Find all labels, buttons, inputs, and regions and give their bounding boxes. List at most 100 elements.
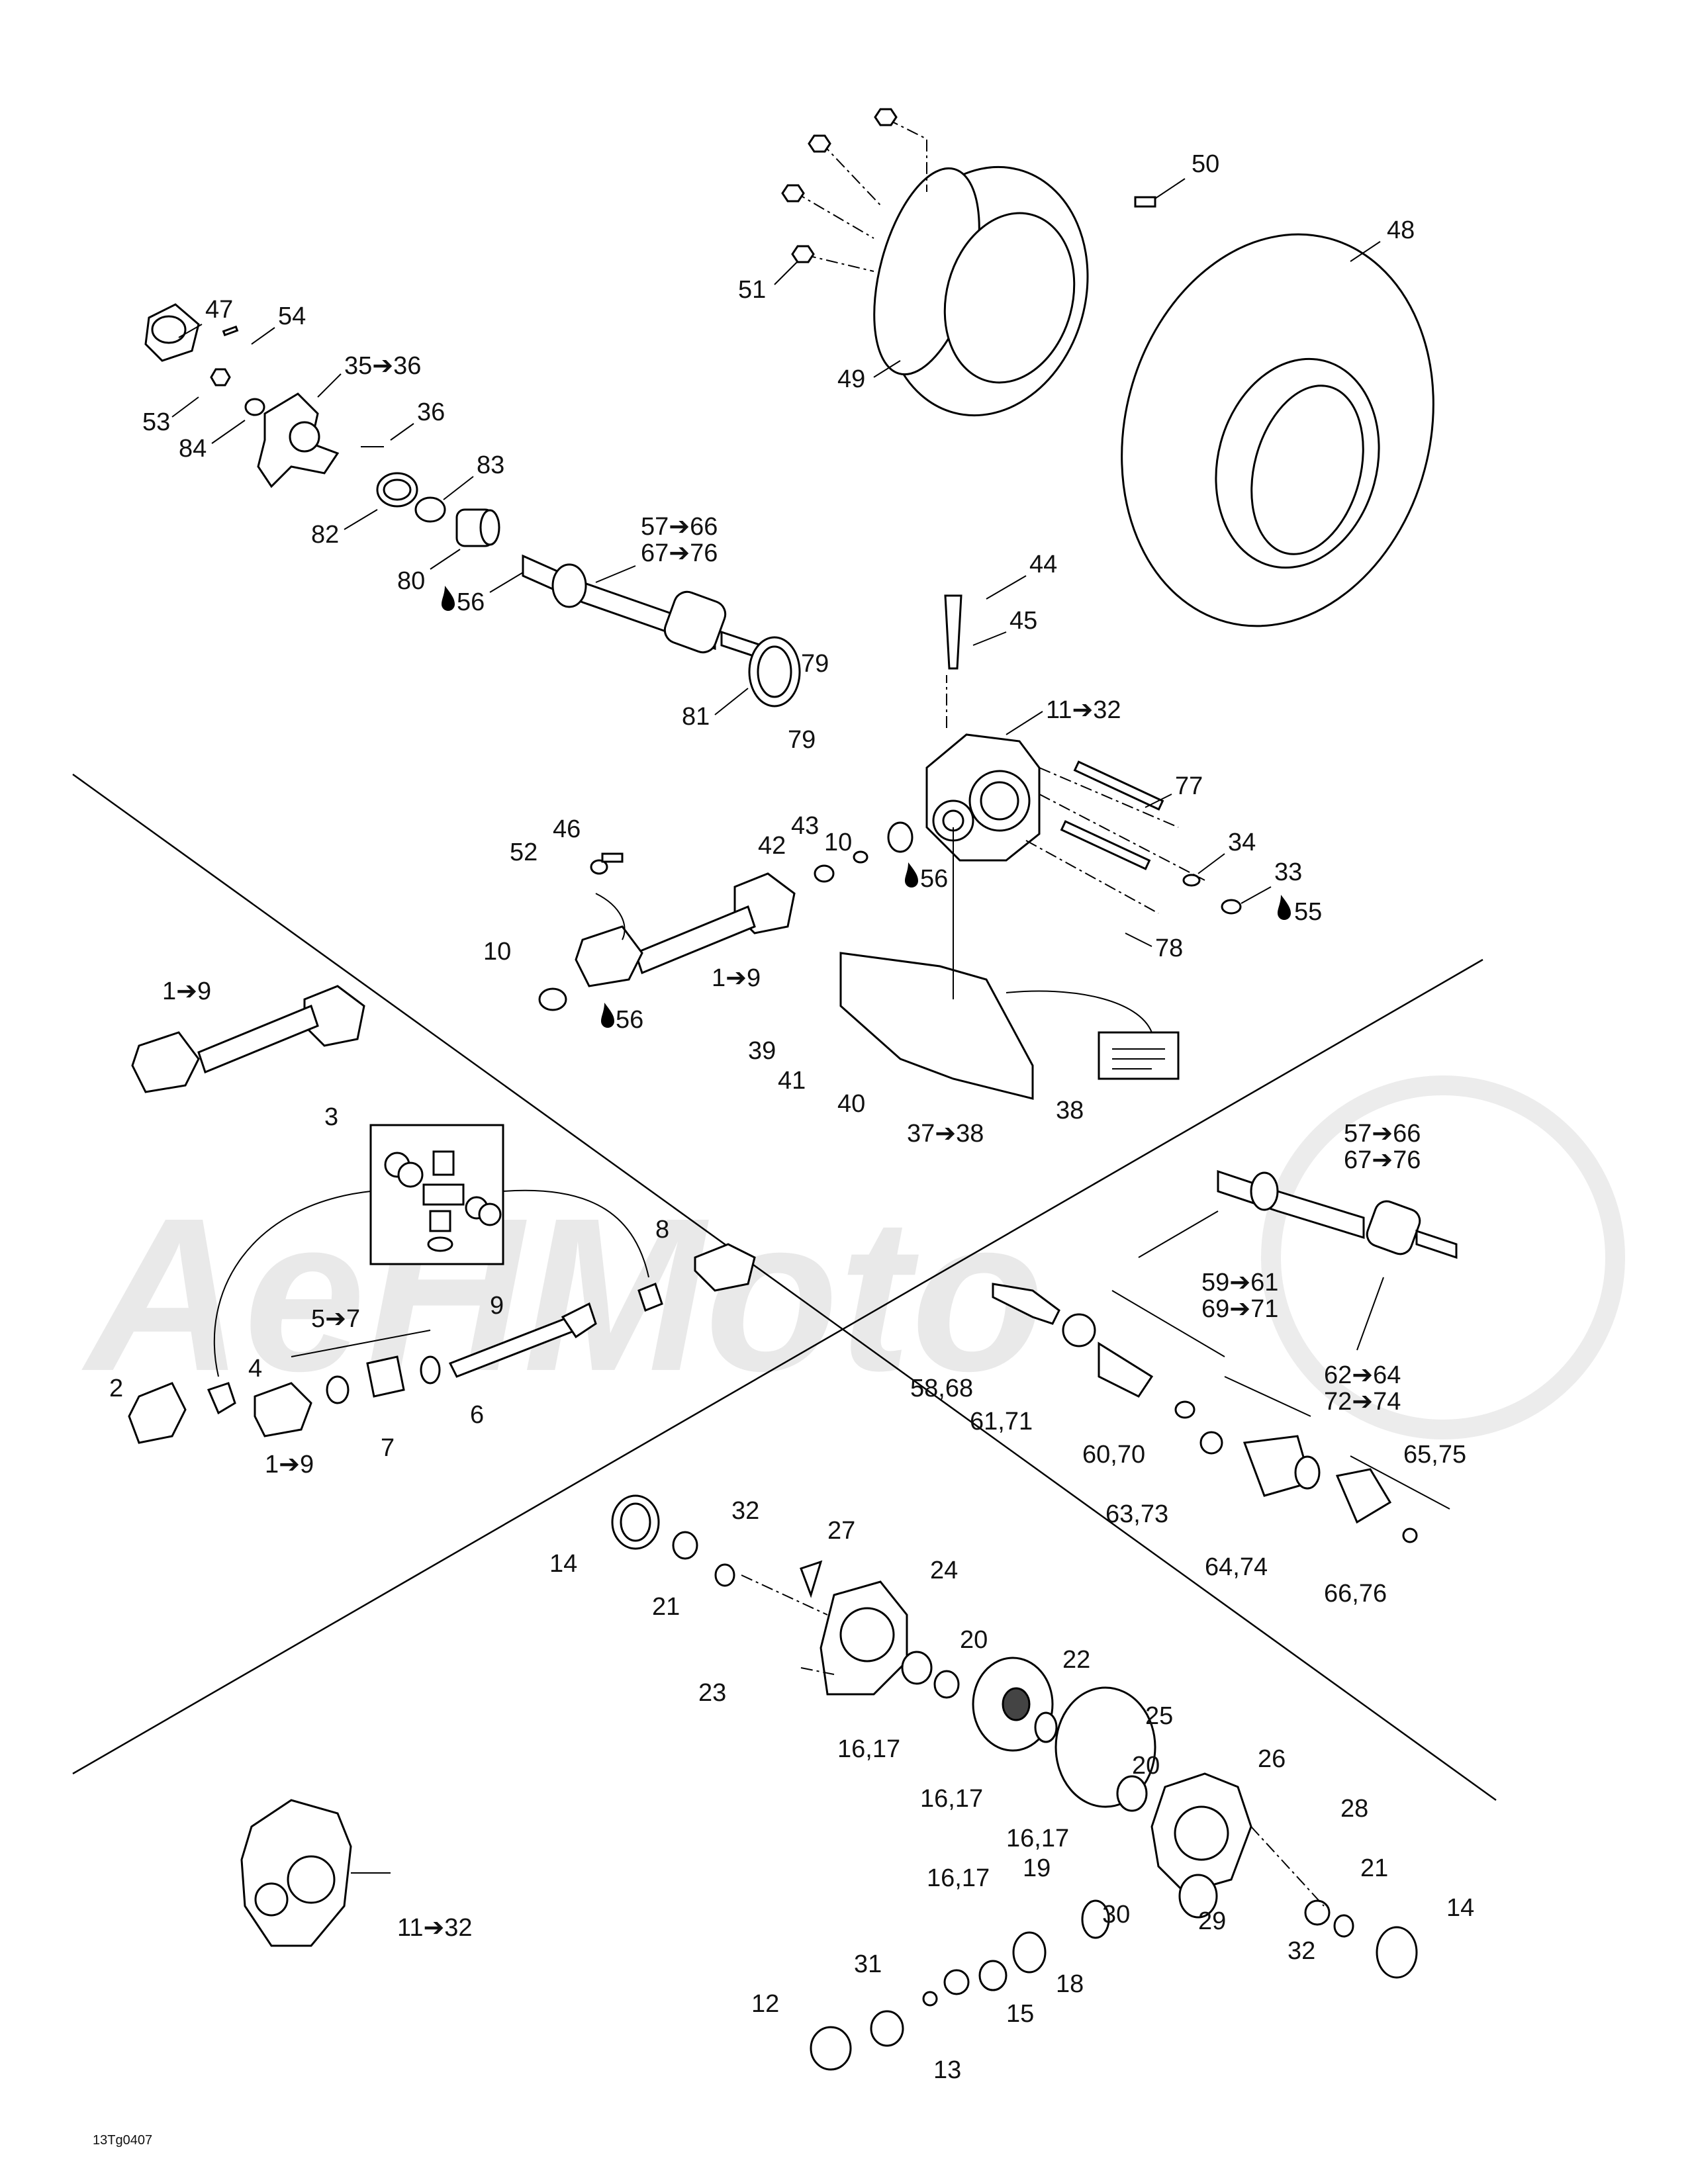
- callout-label: 16,17: [927, 1864, 990, 1892]
- callout-label: 30: [1102, 1901, 1130, 1929]
- callout-label: 21: [1360, 1854, 1388, 1882]
- oil-drop-icon: [1278, 895, 1291, 920]
- callout-label: 31: [854, 1950, 882, 1978]
- callout-label: 19: [1023, 1854, 1051, 1882]
- callout-label: 66,76: [1324, 1580, 1387, 1608]
- callout-label: 49: [837, 365, 865, 393]
- callout-label: 25: [1145, 1702, 1173, 1730]
- callout-label: 63,73: [1105, 1500, 1168, 1528]
- callout-label: 80: [397, 567, 425, 595]
- watermark: AeHMoto: [79, 1075, 1625, 1439]
- callout-label: 55: [1294, 898, 1322, 926]
- callout-label: 11➔32: [1046, 696, 1121, 724]
- callout-label: 21: [652, 1593, 680, 1621]
- watermark-text: AeHMoto: [79, 1172, 1045, 1416]
- callout-label: 56: [457, 588, 485, 616]
- callout-label: 45: [1009, 607, 1037, 635]
- differential-assembled: [240, 1799, 391, 1947]
- callout-label: 83: [477, 451, 504, 479]
- callout-label: 13: [933, 2056, 961, 2084]
- callout-label: 67➔76: [641, 539, 718, 567]
- callout-label: 77: [1175, 772, 1203, 800]
- callout-label: 42: [758, 832, 786, 860]
- callout-label: 8: [655, 1216, 669, 1244]
- wheel-rim: [873, 165, 1089, 417]
- differential-exploded: [611, 1494, 1418, 2071]
- callout-label: 46: [553, 815, 581, 843]
- callout-label: 78: [1155, 934, 1183, 962]
- callout-label: 12: [751, 1990, 779, 2018]
- callout-label: 1➔9: [162, 978, 211, 1005]
- callout-label: 50: [1192, 150, 1219, 178]
- callout-label: 48: [1387, 216, 1415, 244]
- hub-assembly: [144, 303, 500, 547]
- callout-label: 79: [801, 650, 829, 678]
- tire: [1121, 233, 1434, 627]
- callout-label: 28: [1340, 1795, 1368, 1823]
- callout-label: 34: [1228, 829, 1256, 856]
- callout-label: 60,70: [1082, 1441, 1145, 1469]
- callout-label: 1➔9: [265, 1451, 314, 1479]
- propeller-shaft-left: [131, 985, 365, 1093]
- callout-label: 57➔66: [641, 513, 718, 541]
- callout-label: 33: [1274, 858, 1302, 886]
- callout-label: 58,68: [910, 1375, 973, 1402]
- callout-label: 51: [738, 276, 766, 304]
- callout-label: 47: [205, 296, 233, 324]
- callout-leaders: [171, 178, 1381, 947]
- callout-label: 79: [788, 726, 816, 754]
- u-joint-kit: [369, 1124, 504, 1265]
- callout-label: 3: [324, 1103, 338, 1131]
- callout-label: 67➔76: [1344, 1146, 1421, 1174]
- callout-label: 24: [930, 1557, 958, 1584]
- callout-label: 84: [179, 435, 207, 463]
- callout-label: 44: [1029, 551, 1057, 578]
- callout-label: 22: [1062, 1646, 1090, 1674]
- callout-label: 6: [470, 1401, 484, 1429]
- callout-label: 57➔66: [1344, 1120, 1421, 1148]
- callout-label: 38: [1056, 1097, 1084, 1124]
- callout-label: 20: [960, 1626, 988, 1654]
- propeller-shaft-lower: [128, 1189, 756, 1444]
- callout-label: 1➔9: [712, 964, 761, 992]
- oil-drop-icon: [601, 1003, 614, 1028]
- callout-label: 26: [1258, 1745, 1286, 1773]
- callout-label: 5➔7: [311, 1305, 360, 1333]
- callout-label: 61,71: [970, 1408, 1033, 1435]
- callout-label: 4: [248, 1355, 262, 1383]
- callout-label: 11➔32: [397, 1914, 473, 1942]
- callout-label: 29: [1198, 1907, 1226, 1935]
- callout-label: 10: [483, 938, 511, 966]
- callout-label: 41: [778, 1067, 806, 1095]
- drive-shaft: [522, 554, 801, 707]
- callout-label: 10: [824, 829, 852, 856]
- oil-drop-icon: [905, 862, 918, 887]
- callout-label: 72➔74: [1324, 1388, 1401, 1416]
- callout-label: 15: [1006, 2000, 1034, 2028]
- callout-label: 65,75: [1403, 1441, 1466, 1469]
- callout-label: 64,74: [1205, 1553, 1268, 1581]
- callout-label: 16,17: [1006, 1825, 1069, 1852]
- callout-label: 59➔61: [1201, 1269, 1278, 1297]
- callout-label: 69➔71: [1201, 1295, 1278, 1323]
- callout-label: 82: [311, 521, 339, 549]
- drawing-code: 13Tg0407: [93, 2133, 152, 2148]
- callout-label: 43: [791, 812, 819, 840]
- callout-label: 52: [510, 839, 538, 866]
- cv-drive-shaft: [992, 1169, 1458, 1543]
- callout-label: 23: [698, 1679, 726, 1707]
- skid-guard: [839, 827, 1180, 1100]
- callout-label: 62➔64: [1324, 1361, 1401, 1389]
- wheel-nuts: [781, 108, 1156, 272]
- callout-label: 7: [381, 1434, 395, 1462]
- callout-label: 16,17: [837, 1735, 900, 1763]
- callout-label: 35➔36: [344, 352, 421, 380]
- section-dividers: [72, 773, 1497, 1801]
- callout-label: 32: [731, 1497, 759, 1525]
- callout-label: 27: [827, 1517, 855, 1545]
- differential-housing: [814, 594, 1242, 915]
- oil-drop-icon: [442, 586, 455, 611]
- callout-labels: 1➔9 1➔9 1➔9 2 3 4 5➔7 6 7 8 9 10 10 11➔3…: [109, 150, 1474, 2084]
- callout-label: 9: [490, 1292, 504, 1320]
- callout-label: 20: [1132, 1752, 1160, 1780]
